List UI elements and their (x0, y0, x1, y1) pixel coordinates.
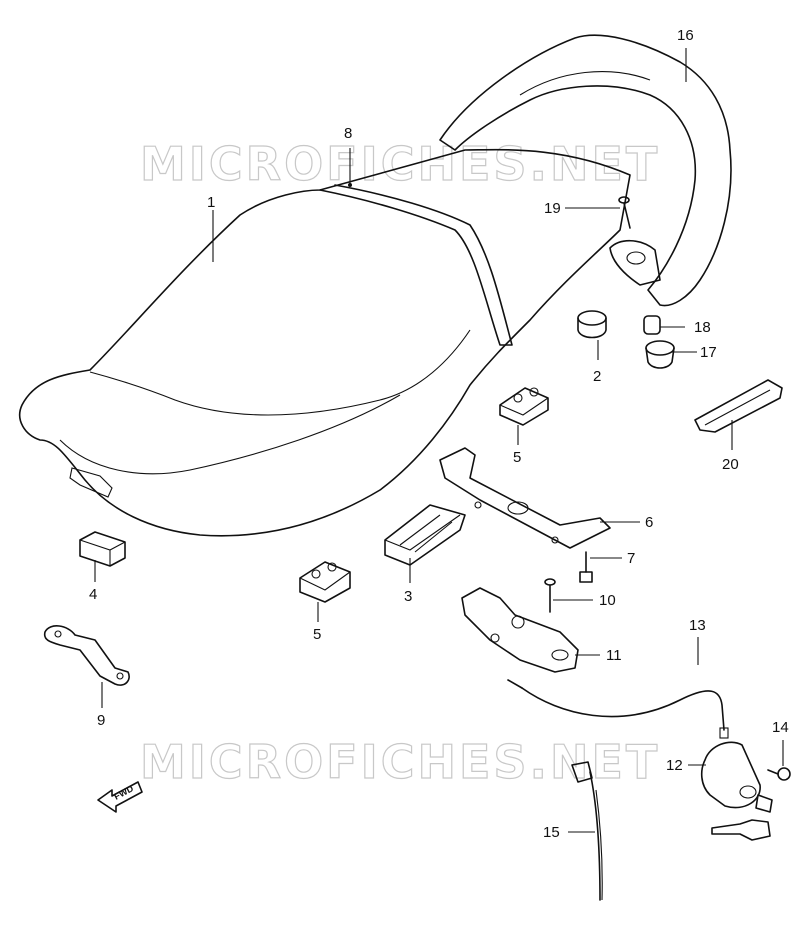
part-17-cushion (645, 340, 675, 369)
part-13-cable (507, 679, 729, 739)
part-19-bolt (618, 196, 631, 229)
part-10-screw (544, 578, 556, 613)
part-1-seat (18, 148, 631, 537)
callout-1: 1 (207, 194, 215, 211)
callout-3: 3 (404, 588, 412, 605)
callout-18: 18 (694, 319, 711, 336)
part-9-stay (43, 625, 130, 686)
callouts: 1 8 16 19 2 18 17 20 5 6 7 10 11 3 5 4 9… (89, 27, 789, 841)
callout-11: 11 (606, 647, 622, 664)
callout-2: 2 (593, 368, 601, 385)
part-18-collar (643, 315, 661, 335)
callout-16: 16 (677, 27, 694, 44)
part-12-seat-lock (700, 741, 773, 841)
callout-20: 20 (722, 456, 739, 473)
part-2-grommet (577, 310, 607, 339)
callout-13: 13 (689, 617, 706, 634)
part-16-grab-rail (439, 34, 732, 307)
callout-7: 7 (627, 550, 635, 567)
part-5-rubber-upper (499, 387, 549, 426)
watermark-top: MICROFICHES.NET (140, 137, 660, 191)
callout-14: 14 (772, 719, 789, 736)
callout-15: 15 (543, 824, 560, 841)
fwd-arrow: FWD (97, 781, 143, 813)
part-5-rubber-lower (299, 561, 351, 603)
callout-12: 12 (666, 757, 683, 774)
leader-lines (94, 48, 784, 833)
part-7-bolt (579, 551, 593, 583)
callout-5-lower: 5 (313, 626, 321, 643)
part-20-strap (694, 379, 783, 433)
part-14-screw (767, 767, 791, 781)
callout-8: 8 (344, 125, 352, 142)
callout-17: 17 (700, 344, 717, 361)
part-11-lock-bracket (461, 587, 579, 673)
part-3-pad (384, 504, 466, 566)
callout-9: 9 (97, 712, 105, 729)
callout-6: 6 (645, 514, 653, 531)
callout-19: 19 (544, 200, 561, 217)
part-6-bracket (439, 447, 611, 549)
callout-5-upper: 5 (513, 449, 521, 466)
part-4-block (79, 531, 126, 567)
part-15-cable-tie (571, 761, 603, 901)
watermark-bottom: MICROFICHES.NET (140, 735, 660, 789)
callout-4: 4 (89, 586, 97, 603)
callout-10: 10 (599, 592, 616, 609)
